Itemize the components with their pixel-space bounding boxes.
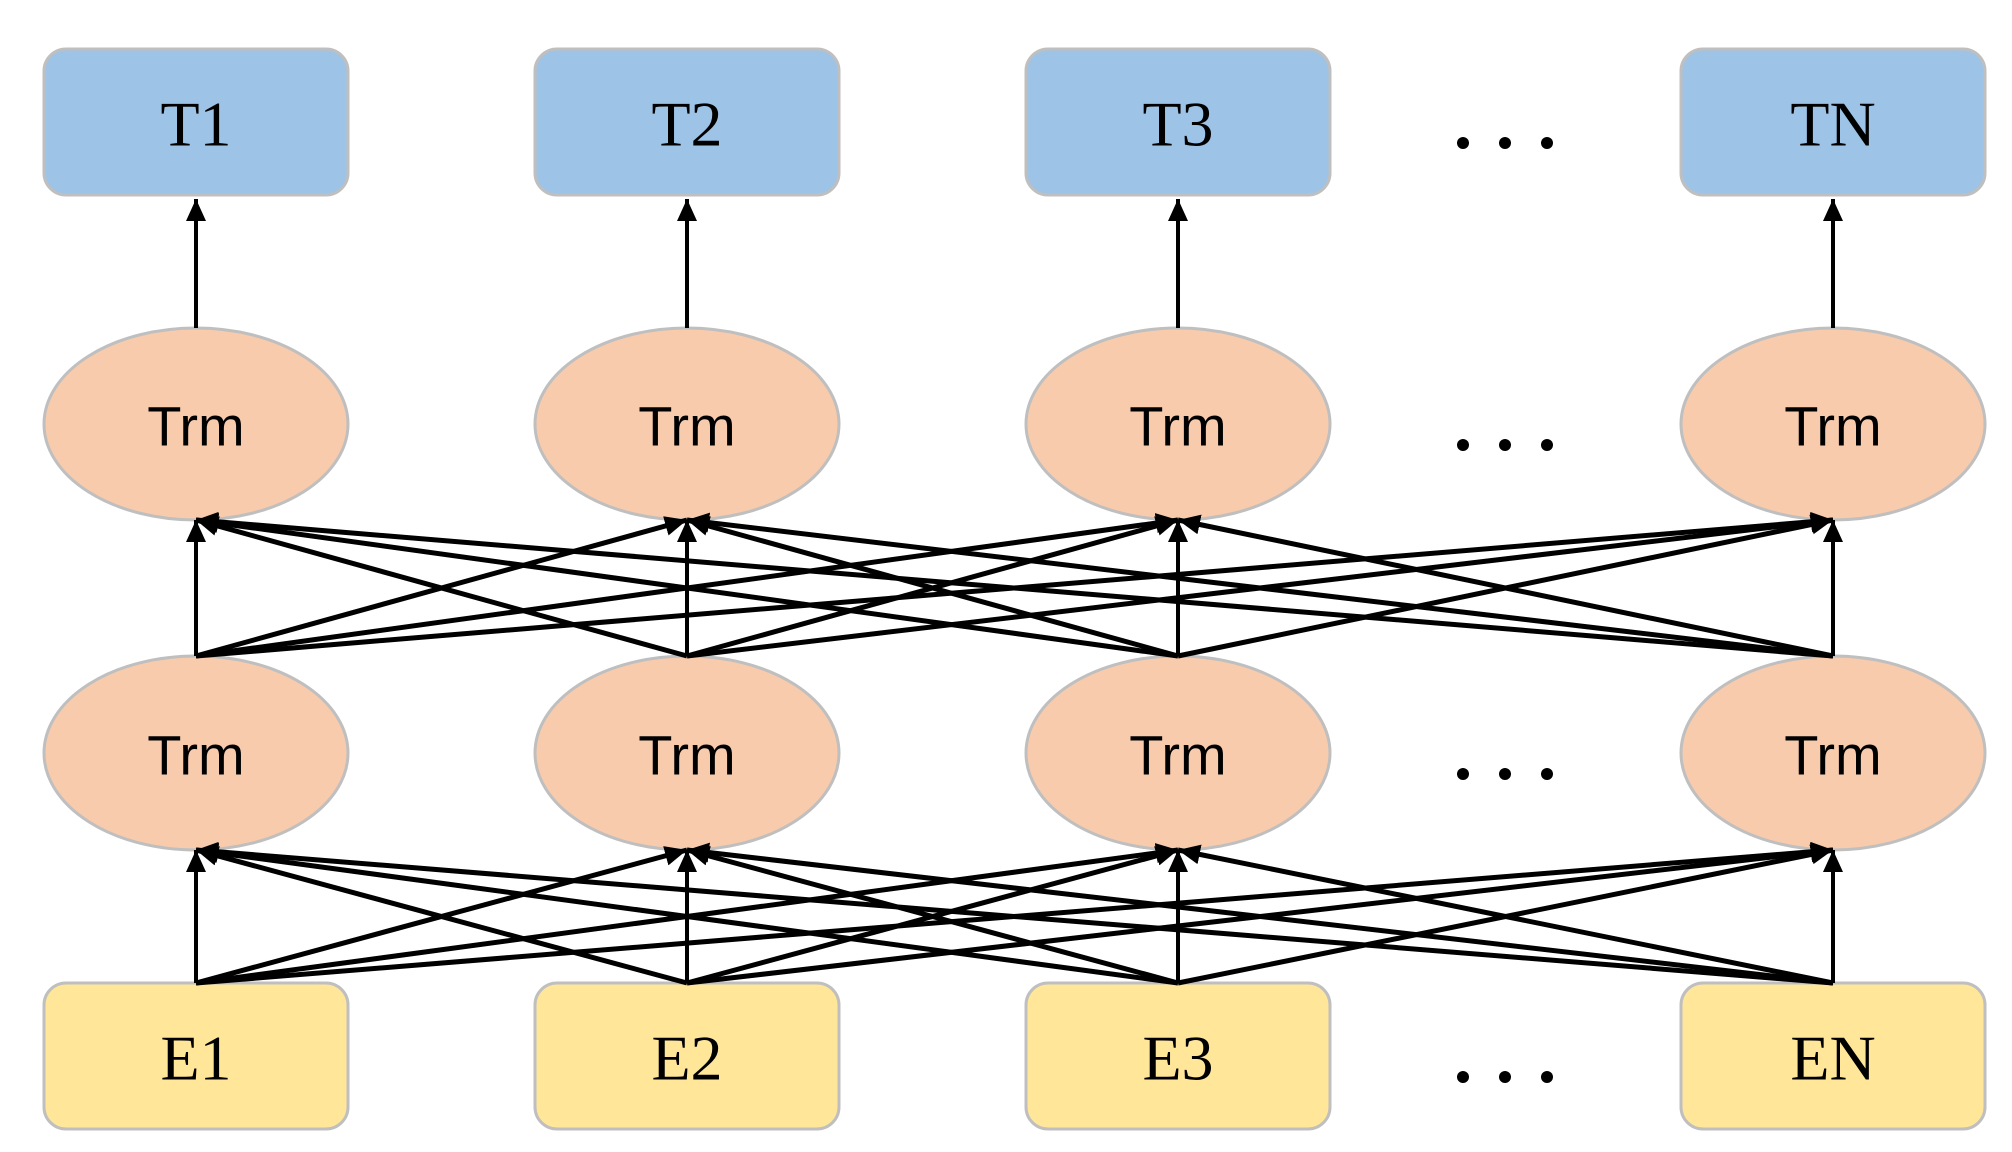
edge-trm2-to-trm1 [195, 516, 688, 659]
outputs-node-2 [533, 47, 841, 197]
encoder_top-label-3: Trm [1129, 395, 1226, 458]
outputs-label-1: T1 [160, 89, 231, 160]
edge-input4-to-trm1 [195, 841, 1834, 986]
edge-trm3-to-trm2 [686, 516, 1179, 659]
outputs-node-1 [42, 47, 350, 197]
ellipsis-dot-inputs [1499, 1071, 1511, 1083]
edge-input3-to-trm1 [195, 843, 1179, 986]
edge-input2-to-trm1 [195, 846, 688, 986]
inputs-label-2: E2 [651, 1023, 722, 1094]
edge-trm4-to-trm2 [686, 512, 1834, 659]
outputs-label-4: TN [1790, 89, 1875, 160]
ellipsis-dot-inputs [1457, 1071, 1469, 1083]
inputs-label-1: E1 [160, 1023, 231, 1094]
outputs-label-2: T2 [651, 89, 722, 160]
ellipsis-dot-encoder_top [1541, 439, 1553, 451]
encoder_top-label-4: Trm [1784, 395, 1881, 458]
encoder_top-label-2: Trm [638, 395, 735, 458]
ellipsis-dot-encoder_bottom [1457, 768, 1469, 780]
edge-trm3-to-trm1 [195, 513, 1179, 659]
edge-trm4-to-trm3 [1177, 514, 1834, 659]
ellipsis-dot-outputs [1457, 137, 1469, 149]
encoder_bottom-label-1: Trm [147, 724, 244, 787]
ellipsis-dot-inputs [1541, 1071, 1553, 1083]
edge-input3-to-trm2 [686, 846, 1179, 986]
inputs-label-4: EN [1790, 1023, 1875, 1094]
inputs-label-3: E3 [1142, 1023, 1213, 1094]
edge-input4-to-trm3 [1177, 844, 1834, 986]
ellipsis-dot-outputs [1499, 137, 1511, 149]
encoder_top-label-1: Trm [147, 395, 244, 458]
encoder_bottom-label-3: Trm [1129, 724, 1226, 787]
ellipsis-dot-encoder_bottom [1499, 768, 1511, 780]
outputs-node-3 [1024, 47, 1332, 197]
edge-trm4-to-trm1 [195, 511, 1834, 659]
ellipsis-dot-encoder_top [1499, 439, 1511, 451]
ellipsis-dot-encoder_top [1457, 439, 1469, 451]
edge-input4-to-trm2 [686, 842, 1834, 986]
ellipsis-dot-encoder_bottom [1541, 768, 1553, 780]
encoder_bottom-label-4: Trm [1784, 724, 1881, 787]
outputs-node-4 [1679, 47, 1987, 197]
outputs-label-3: T3 [1142, 89, 1213, 160]
encoder_bottom-label-2: Trm [638, 724, 735, 787]
ellipsis-dot-outputs [1541, 137, 1553, 149]
